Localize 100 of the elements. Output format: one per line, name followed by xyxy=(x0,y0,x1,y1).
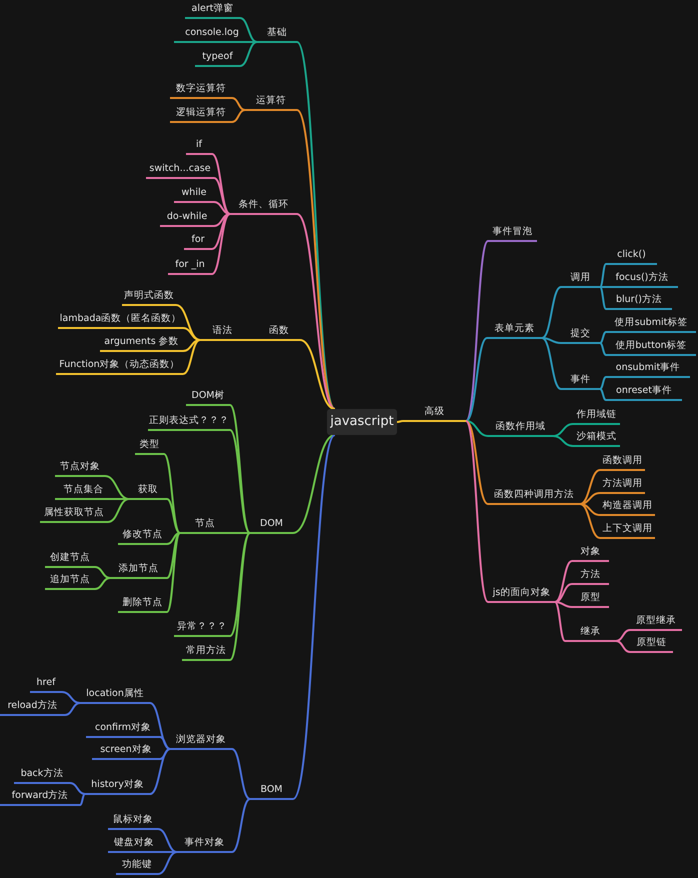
branch-line xyxy=(554,601,566,642)
branch-line xyxy=(104,475,130,500)
topic-label: 方法 xyxy=(572,568,609,585)
branch-line xyxy=(166,532,181,613)
topic-label: 函数四种调用方法 xyxy=(488,488,580,505)
branch-line xyxy=(292,434,336,534)
branch-line xyxy=(466,420,488,437)
branch-line xyxy=(232,109,246,123)
topic-label: 鼠标对象 xyxy=(108,813,158,830)
topic-label: 函数 xyxy=(258,324,300,341)
topic-label: 浏览器对象 xyxy=(170,733,232,750)
topic-label: alert弹窗 xyxy=(185,2,240,19)
branch-line xyxy=(158,851,178,875)
branch-line xyxy=(62,691,80,704)
branch-line xyxy=(160,736,170,750)
branch-line xyxy=(599,376,607,390)
branch-line xyxy=(176,304,200,341)
topic-label: while xyxy=(174,186,214,203)
branch-line xyxy=(214,213,230,227)
topic-label: focus()方法 xyxy=(606,271,678,288)
branch-line xyxy=(94,566,110,579)
topic-label: 属性获取节点 xyxy=(40,506,108,523)
topic-label: 沙箱模式 xyxy=(573,430,620,447)
branch-line xyxy=(296,213,336,410)
branch-line xyxy=(465,420,489,603)
topic-label: 高级 xyxy=(403,405,466,422)
branch-line xyxy=(232,97,246,111)
topic-label: 键盘对象 xyxy=(108,836,160,853)
topic-label: 方法调用 xyxy=(600,477,645,494)
topic-label: for _in xyxy=(168,258,212,275)
topic-label: DOM xyxy=(250,517,293,534)
branch-line xyxy=(465,240,489,422)
branch-line xyxy=(599,263,607,288)
topic-label: 运算符 xyxy=(245,94,297,111)
branch-line xyxy=(250,41,257,43)
branch-line xyxy=(240,17,258,43)
topic-label: arguments 参数 xyxy=(100,335,183,352)
topic-label: 正则表达式？？？ xyxy=(148,414,230,431)
branch-line xyxy=(112,498,129,500)
topic-label: 声明式函数 xyxy=(122,289,176,306)
topic-label: 类型 xyxy=(135,438,164,455)
topic-label: 异常？？？ xyxy=(174,620,230,637)
topic-label: 事件冒泡 xyxy=(488,225,537,242)
topic-label: typeof xyxy=(195,50,240,67)
topic-label: 事件对象 xyxy=(177,836,232,853)
branch-line xyxy=(212,213,230,275)
topic-label: screen对象 xyxy=(92,743,160,760)
topic-label: back方法 xyxy=(14,767,70,784)
branch-line xyxy=(166,498,180,534)
branch-line xyxy=(230,532,250,534)
branch-line xyxy=(554,601,572,608)
branch-line xyxy=(245,339,258,341)
topic-label: 对象 xyxy=(572,545,609,562)
topic-label: switch...case xyxy=(146,162,214,179)
branch-line xyxy=(552,435,574,447)
topic-label: onreset事件 xyxy=(606,384,682,401)
branch-line xyxy=(160,851,177,853)
branch-line xyxy=(212,213,230,250)
topic-label: DOM树 xyxy=(186,389,230,406)
topic-label: 语法 xyxy=(200,324,245,341)
branch-line xyxy=(166,532,180,545)
branch-line xyxy=(542,337,562,344)
topic-label: 原型 xyxy=(572,591,609,608)
topic-label: 节点 xyxy=(180,517,230,534)
branch-line xyxy=(600,286,606,288)
topic-label: 常用方法 xyxy=(182,644,230,661)
branch-line xyxy=(229,429,251,534)
branch-line xyxy=(108,498,130,523)
topic-label: location属性 xyxy=(80,687,150,704)
topic-label: 数字运算符 xyxy=(170,82,232,99)
root-topic-box: javascript xyxy=(327,409,397,435)
branch-line xyxy=(599,331,607,344)
topic-label: 上下文调用 xyxy=(600,522,655,539)
branch-line xyxy=(166,532,180,579)
branch-line xyxy=(296,109,336,410)
topic-label: 节点集合 xyxy=(55,483,112,500)
topic-label: click() xyxy=(606,248,657,265)
topic-label: 表单元素 xyxy=(487,322,542,339)
branch-line xyxy=(465,420,489,505)
topic-label: console.log xyxy=(174,26,250,43)
topic-label: 作用域链 xyxy=(573,408,620,425)
branch-line xyxy=(70,782,86,795)
topic-label: lambada函数（匿名函数） xyxy=(58,312,183,329)
branch-line xyxy=(554,583,572,603)
topic-label: for xyxy=(184,233,212,250)
topic-label: 基础 xyxy=(257,26,297,43)
topic-label: 使用submit标签 xyxy=(606,316,696,333)
branch-line xyxy=(158,828,178,853)
topic-label: 添加节点 xyxy=(110,562,167,579)
topic-label: 使用button标签 xyxy=(606,339,696,356)
branch-line xyxy=(616,629,630,642)
topic-label: 函数作用域 xyxy=(488,420,553,437)
topic-label: 逻辑运算符 xyxy=(170,106,232,123)
topic-label: do-while xyxy=(160,210,214,227)
branch-line xyxy=(599,388,607,401)
branch-line xyxy=(552,423,574,437)
topic-label: Function对象（动态函数） xyxy=(56,358,183,375)
branch-line xyxy=(214,201,230,215)
topic-label: href xyxy=(30,676,62,693)
topic-label: 原型链 xyxy=(630,636,673,653)
